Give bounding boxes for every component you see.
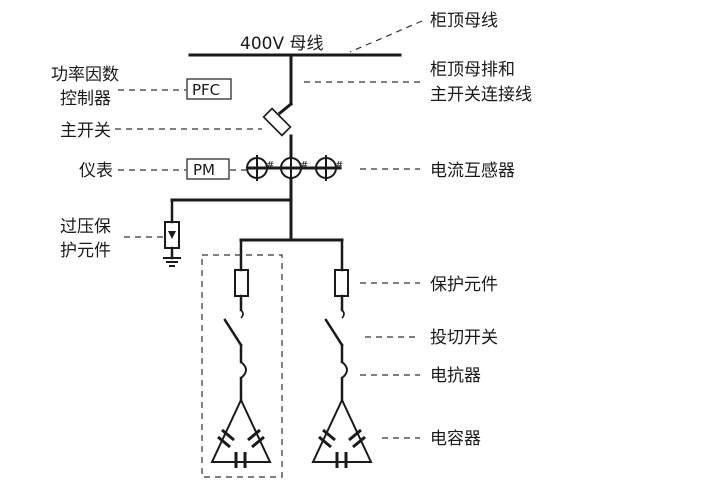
label-busbar-connection-2: 主开关连接线 bbox=[430, 85, 532, 105]
label-pfc-controller-2: 控制器 bbox=[60, 89, 111, 109]
label-current-transformer: 电流互感器 bbox=[430, 161, 515, 181]
label-capacitor: 电容器 bbox=[430, 429, 481, 449]
label-meter: 仪表 bbox=[79, 161, 113, 181]
svg-text:#: # bbox=[335, 160, 343, 171]
right-branch bbox=[311, 238, 373, 468]
pm-box: PM bbox=[186, 158, 230, 180]
right-labels: 柜顶母线 柜顶母排和 主开关连接线 电流互感器 保护元件 投切开关 电抗器 电容… bbox=[304, 11, 532, 449]
label-surge-protection-1: 过压保 bbox=[60, 217, 111, 237]
surge-protection bbox=[163, 198, 181, 267]
label-protection-element: 保护元件 bbox=[430, 275, 498, 295]
busbar-label: 400V 母线 bbox=[240, 34, 323, 54]
svg-text:#: # bbox=[300, 160, 308, 171]
pfc-box: PFC bbox=[186, 78, 232, 100]
left-labels: 功率因数 控制器 主开关 仪表 过压保 护元件 bbox=[51, 65, 262, 261]
label-switching-switch: 投切开关 bbox=[430, 328, 498, 348]
svg-text:PM: PM bbox=[193, 161, 215, 179]
label-main-switch: 主开关 bbox=[60, 121, 111, 141]
svg-text:#: # bbox=[266, 160, 274, 171]
right-capacitor-bank bbox=[311, 397, 373, 468]
label-top-busbar: 柜顶母线 bbox=[430, 11, 498, 31]
label-surge-protection-2: 护元件 bbox=[60, 241, 111, 261]
current-transformers: # # # bbox=[246, 155, 343, 181]
left-branch bbox=[210, 238, 272, 468]
main-switch-fuse bbox=[262, 107, 292, 137]
label-pfc-controller-1: 功率因数 bbox=[51, 65, 119, 85]
left-capacitor-bank bbox=[210, 397, 272, 468]
svg-text:PFC: PFC bbox=[192, 81, 220, 99]
busbar: 400V 母线 bbox=[188, 34, 402, 57]
left-branch-enclosure bbox=[201, 254, 283, 478]
label-busbar-connection-1: 柜顶母排和 bbox=[430, 60, 515, 80]
label-reactor: 电抗器 bbox=[430, 366, 481, 386]
main-feeder bbox=[170, 53, 344, 242]
